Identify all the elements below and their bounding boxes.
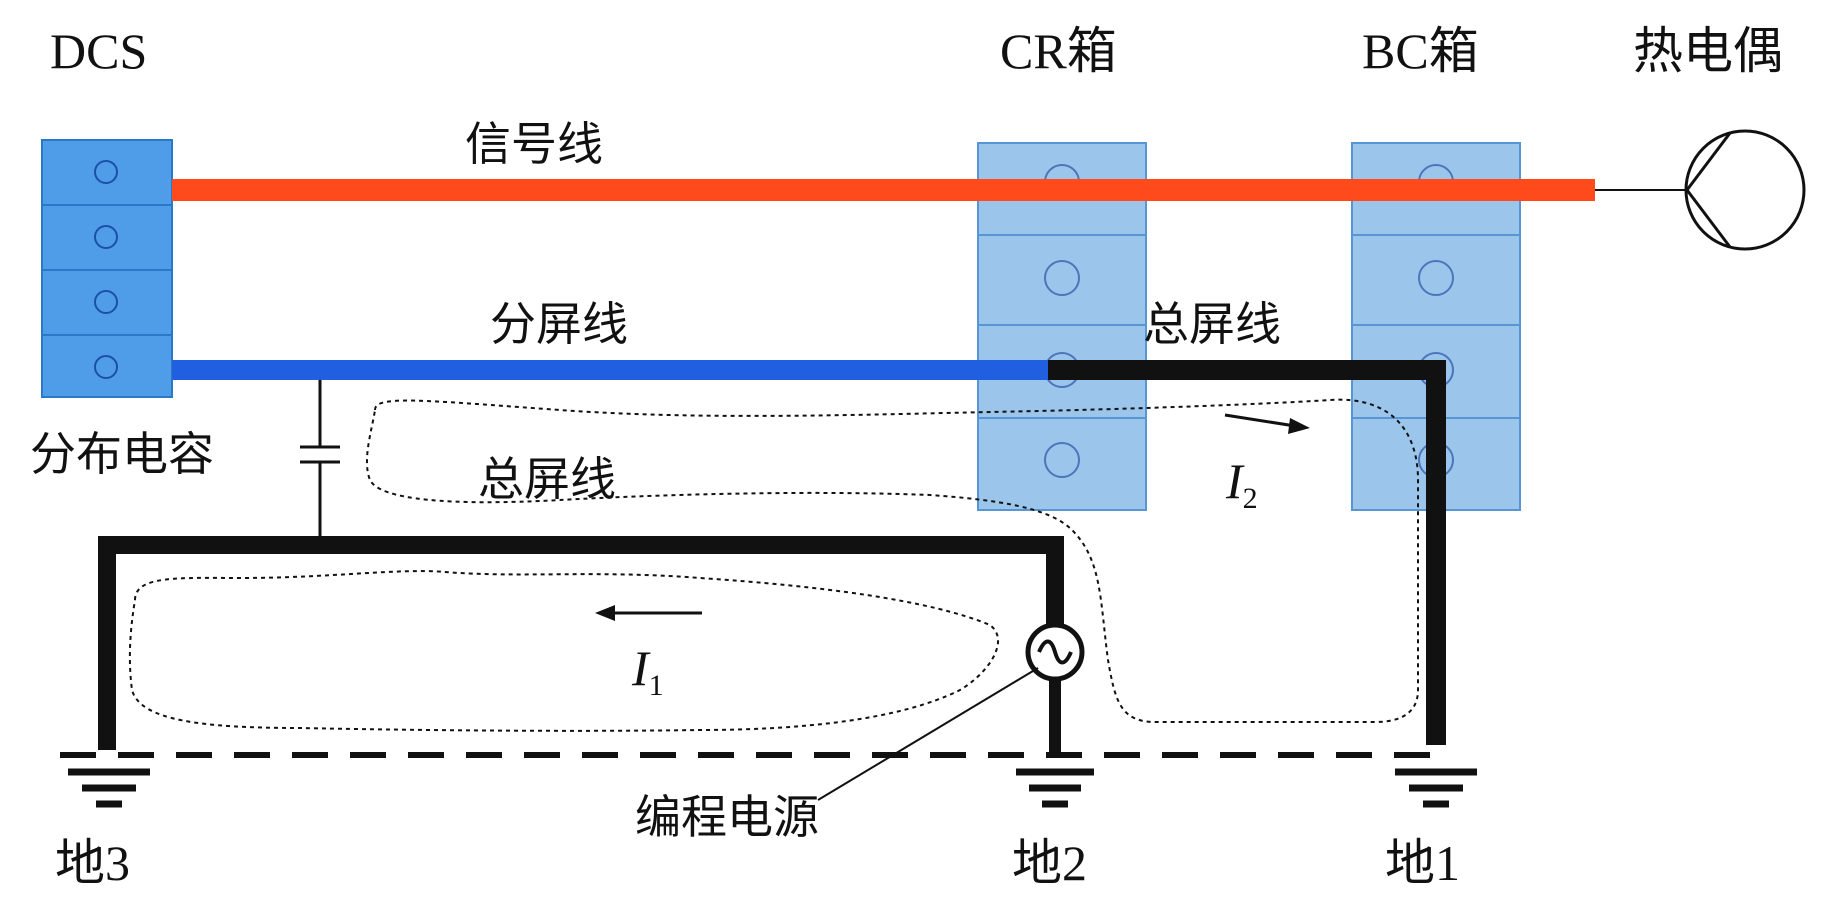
thermocouple-symbol [1684,129,1806,251]
ground-3-label: 地3 [55,835,130,891]
ground-2-symbol [1016,768,1094,808]
current-2-arrow [1224,413,1310,434]
thermocouple-label: 热电偶 [1633,23,1783,79]
ground-2-label: 地2 [1012,835,1087,891]
dcs-terminal-1 [94,160,118,184]
current-2-label: I2 [1225,453,1258,515]
bc-box-label: BC箱 [1362,23,1479,79]
cr-terminal-block [977,142,1147,511]
dcs-terminal-3 [94,290,118,314]
dcs-terminal-4 [94,355,118,379]
current-1-label: I1 [631,640,664,702]
dcs-terminal-2 [94,225,118,249]
main-shield-line-bottom-label: 总屏线 [478,454,616,505]
programmable-power-label: 编程电源 [635,792,819,843]
sub-shield-line-label: 分屏线 [490,299,628,350]
cr-terminal-2 [1044,260,1080,296]
dcs-label: DCS [50,23,147,79]
dcs-terminal-block [41,139,173,398]
cr-terminal-4 [1044,442,1080,478]
current-loop-2 [366,398,1419,723]
main-shield-line-top-label: 总屏线 [1143,299,1281,350]
current-loop-1 [128,570,1000,732]
ground-1-symbol [1395,768,1477,808]
cr-box-label: CR箱 [1000,23,1117,79]
power-source-pointer [817,667,1039,801]
ground-1-label: 地1 [1385,835,1460,891]
bc-terminal-2 [1418,260,1454,296]
main-shield-line-lower [98,536,1064,750]
programmable-power-source [1025,622,1085,682]
distributed-capacitor [300,380,340,540]
signal-line-label: 信号线 [465,119,603,170]
main-shield-line-upper [1048,360,1446,745]
distributed-capacitance-label: 分布电容 [30,429,214,480]
current-1-arrow [595,605,702,621]
ground-3-symbol [68,768,150,808]
